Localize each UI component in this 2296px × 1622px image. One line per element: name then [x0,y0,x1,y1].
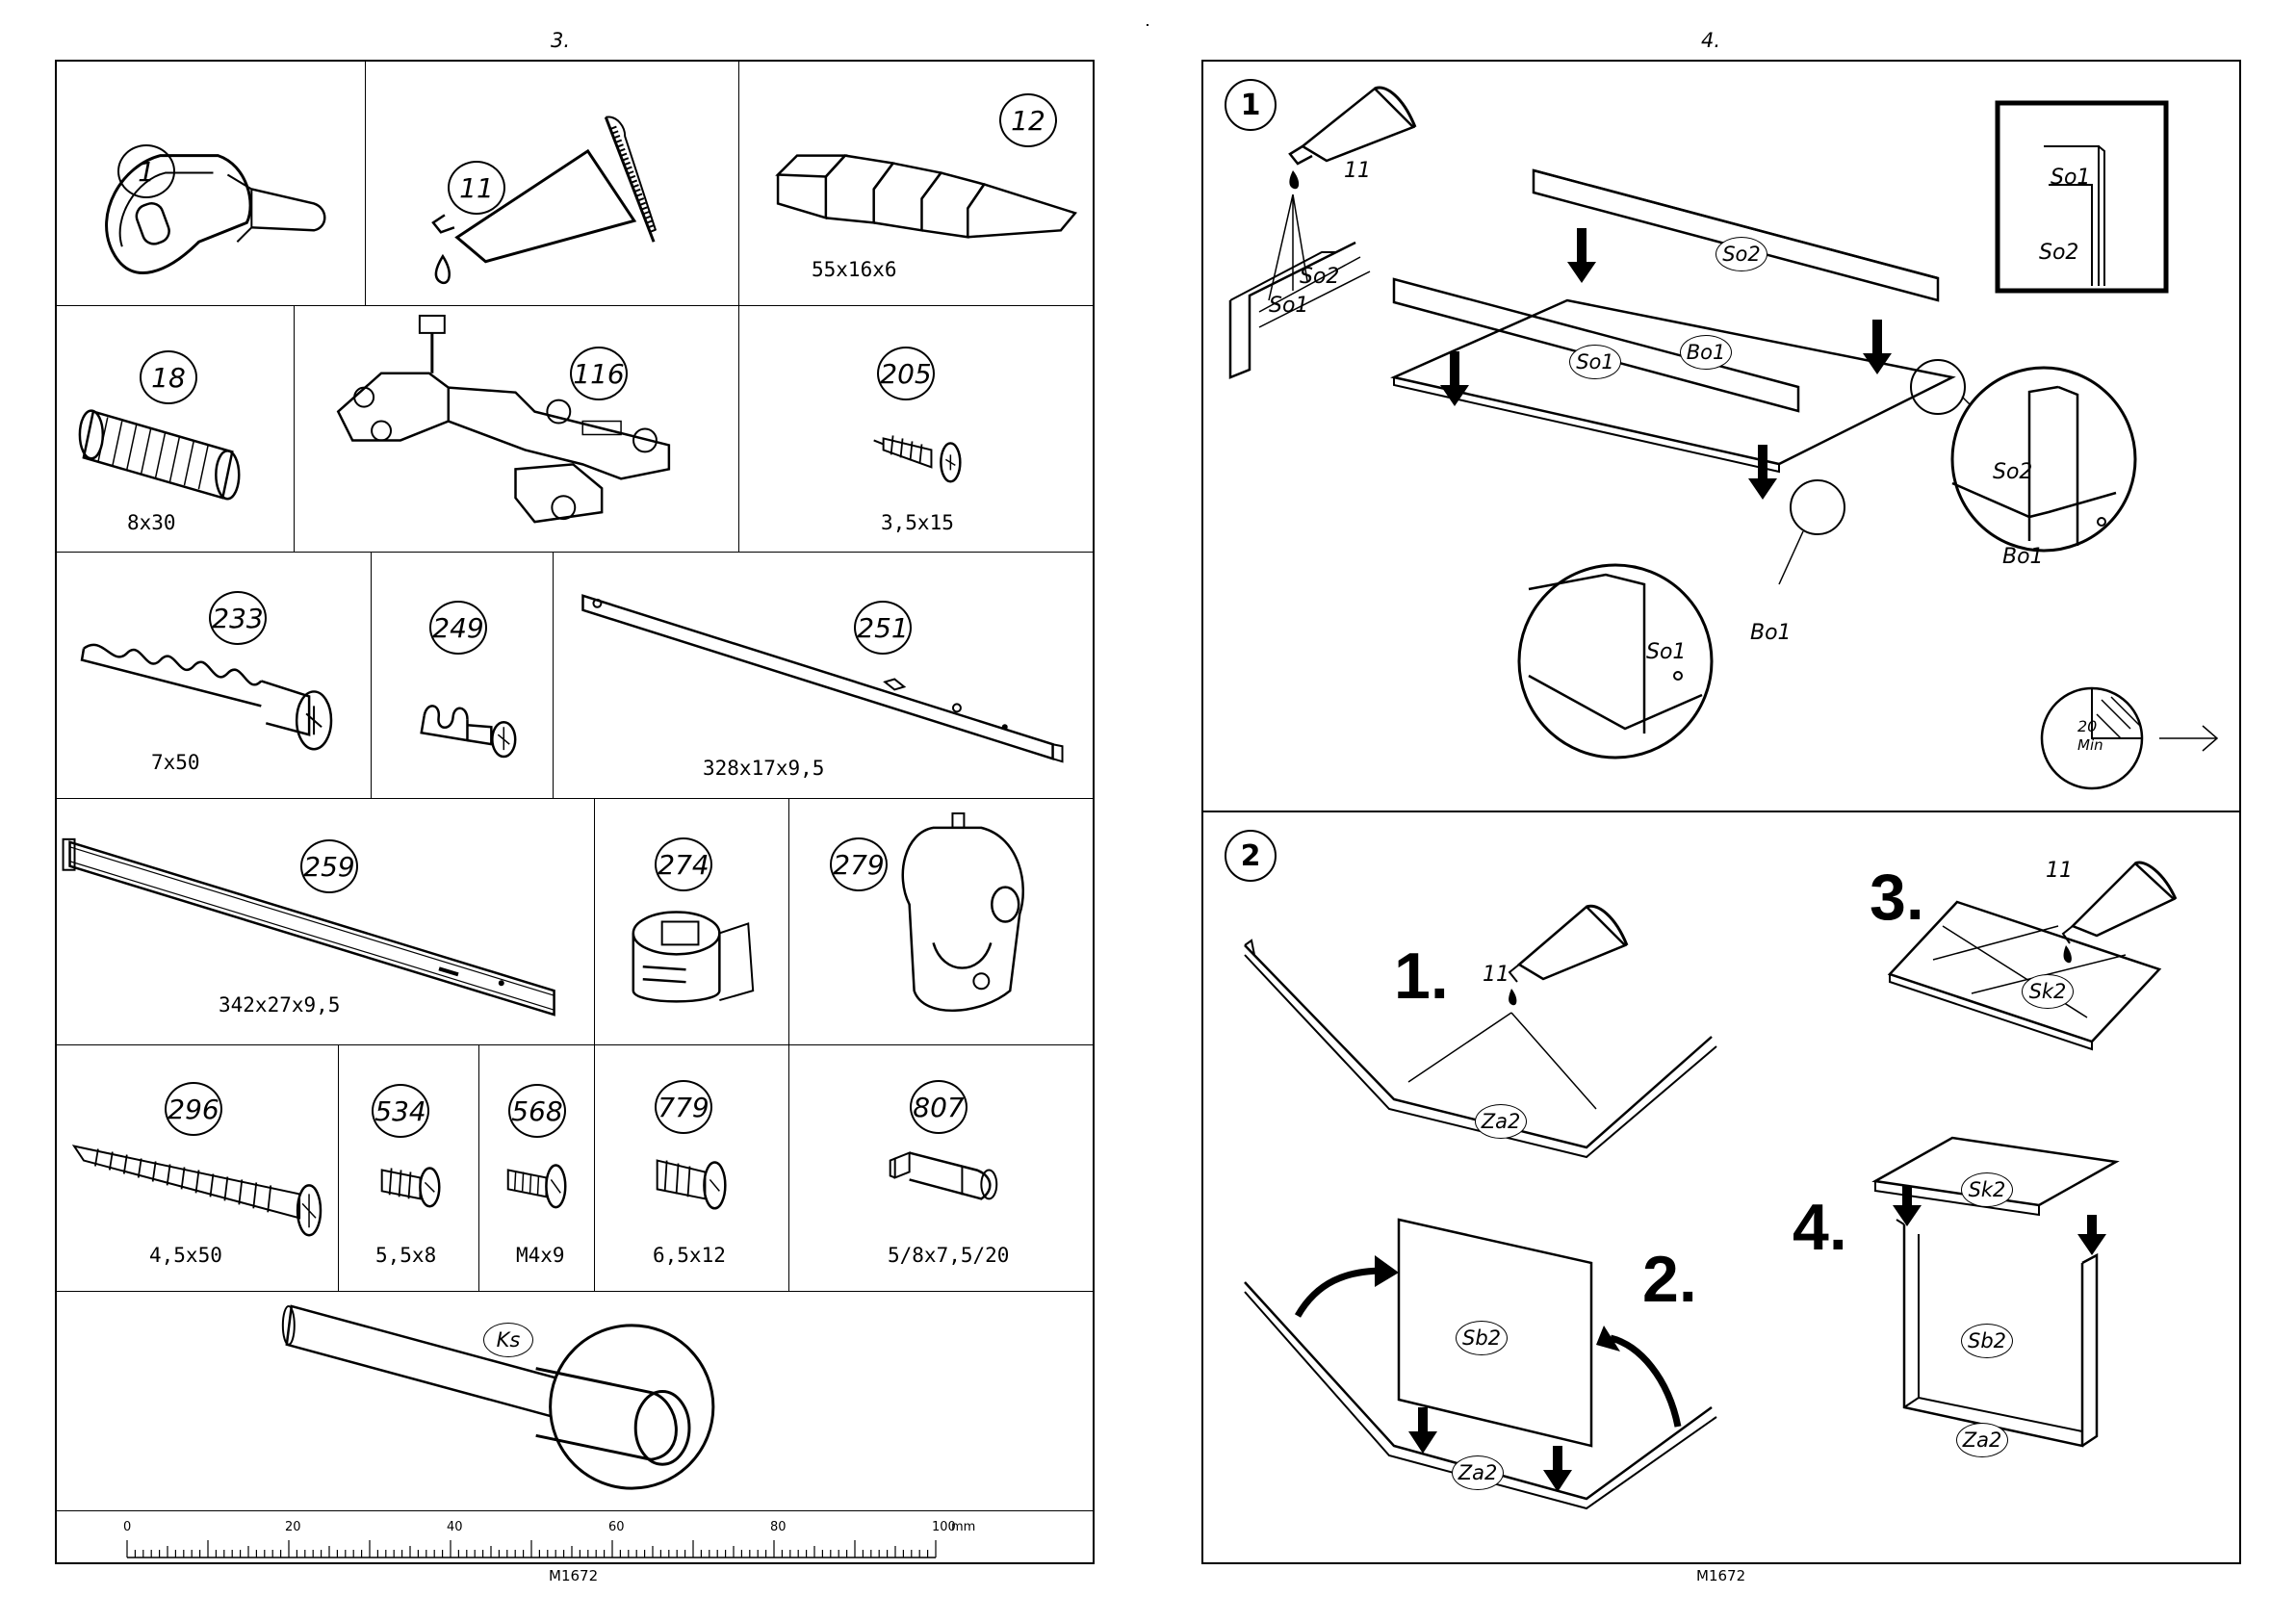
part-cell-807: 807 5/8x7,5/20 [789,1045,1095,1292]
left-page-number: 3. [551,29,570,52]
detail-label-so2: So2 [1993,460,2032,484]
part-cell-568: 568 M4x9 [479,1045,595,1292]
part-number-badge: 534 [372,1084,429,1138]
ruler-label: 80 [770,1520,787,1534]
part-cell-205: 205 3,5x15 [739,306,1095,553]
part-dimension: 3,5x15 [881,511,954,534]
ruler-label: 20 [285,1520,301,1534]
panel-tag-sk2-sub4: Sk2 [1961,1172,2013,1207]
panel-tag-za2-sub1: Za2 [1475,1104,1527,1139]
part-number-badge: 779 [655,1080,712,1134]
glue-label-sub3: 11 [2046,859,2073,883]
panel-tag-za2-sub2: Za2 [1452,1455,1504,1490]
page-center-dot [1147,24,1148,26]
substep-3-number: 3. [1870,860,1924,935]
part-dimension: 5,5x8 [375,1244,436,1267]
part-dimension: 55x16x6 [812,258,897,281]
part-cell-779: 779 6,5x12 [595,1045,789,1292]
substep-2-number: 2. [1642,1242,1697,1317]
part-dimension: 5/8x7,5/20 [888,1244,1009,1267]
part-cell-11: 11 [366,60,739,306]
detail-label-bo1-lower: Bo1 [1750,621,1792,645]
inset-label-so2: So2 [2039,241,2078,265]
substep-4-number: 4. [1793,1190,1847,1265]
timer-value: 20 [2077,717,2097,735]
rod-holder-icon [789,799,1094,1044]
doc-code-right: M1672 [1696,1567,1745,1584]
part-number-badge: 18 [140,350,197,404]
detail-label-so1: So1 [1646,640,1686,664]
ruler-label: 40 [447,1520,463,1534]
panel-label-so2-edge: So2 [1300,265,1339,289]
step-2-illustration [1201,811,2241,1564]
part-dimension: 6,5x12 [653,1244,726,1267]
glue-label-step1: 11 [1344,159,1371,183]
part-cell-ks: Ks [55,1292,1095,1511]
panel-label-so1-edge: So1 [1269,294,1308,318]
part-cell-249: 249 [372,553,554,799]
connector-bolt-icon [55,553,371,798]
panel-tag-so2: So2 [1716,237,1767,271]
part-number-badge: 568 [508,1084,566,1138]
panel-tag-sb2-sub4: Sb2 [1961,1324,2013,1358]
part-cell-251: 251 328x17x9,5 [554,553,1095,799]
part-cell-1: 1 [55,60,366,306]
ruler-unit: mm [951,1520,975,1534]
part-number-badge: 279 [830,837,888,891]
part-number-badge: 12 [999,93,1057,147]
hinge-icon [295,306,738,552]
part-cell-296: 296 4,5x50 [55,1045,339,1292]
part-dimension: M4x9 [516,1244,565,1267]
part-cell-259: 259 342x27x9,5 [55,799,595,1045]
panel-tag-za2-sub4: Za2 [1956,1423,2008,1457]
cam-lock-icon [55,60,365,305]
panel-tag-sk2-sub3: Sk2 [2022,974,2074,1009]
part-number-badge: 251 [854,601,912,655]
part-number-badge: 205 [877,347,935,400]
part-tag-ks: Ks [483,1323,533,1357]
part-cell-274: 274 [595,799,789,1045]
substep-1-number: 1. [1394,939,1449,1014]
detail-label-bo1: Bo1 [2002,545,2044,569]
part-cell-233: 233 7x50 [55,553,372,799]
part-cell-534: 534 5,5x8 [339,1045,479,1292]
wood-rod-icon [55,1292,1094,1510]
part-dimension: 8x30 [127,511,176,534]
part-number-badge: 274 [655,837,712,891]
part-number-badge: 807 [910,1080,967,1134]
part-number-badge: 259 [300,839,358,893]
timer-unit: Min [2077,736,2103,754]
right-page-number: 4. [1701,29,1720,52]
part-number-badge: 296 [165,1082,222,1136]
inset-label-so1: So1 [2051,166,2090,190]
part-cell-279: 279 [789,799,1095,1045]
ruler-label: 60 [608,1520,625,1534]
doc-code-left: M1672 [549,1567,598,1584]
part-cell-12: 12 55x16x6 [739,60,1095,306]
panel-tag-bo1: Bo1 [1680,335,1732,370]
panel-tag-sb2-sub2: Sb2 [1456,1321,1508,1355]
cam-housing-icon [595,799,788,1044]
cam-bolt-icon [372,553,553,798]
part-number-badge: 116 [570,347,628,400]
part-dimension: 4,5x50 [149,1244,222,1267]
part-cell-116: 116 [295,306,739,553]
part-cell-18: 18 8x30 [55,306,295,553]
part-dimension: 342x27x9,5 [219,993,340,1017]
part-number-badge: 249 [429,601,487,655]
panel-tag-so1: So1 [1569,345,1621,379]
ruler-label: 0 [123,1520,131,1534]
glue-label-sub1: 11 [1483,963,1509,987]
part-number-badge: 1 [117,144,175,198]
part-number-badge: 11 [448,161,505,215]
glue-tube-icon [366,60,738,305]
part-dimension: 7x50 [151,751,200,774]
part-dimension: 328x17x9,5 [703,757,824,780]
part-number-badge: 233 [209,591,267,645]
